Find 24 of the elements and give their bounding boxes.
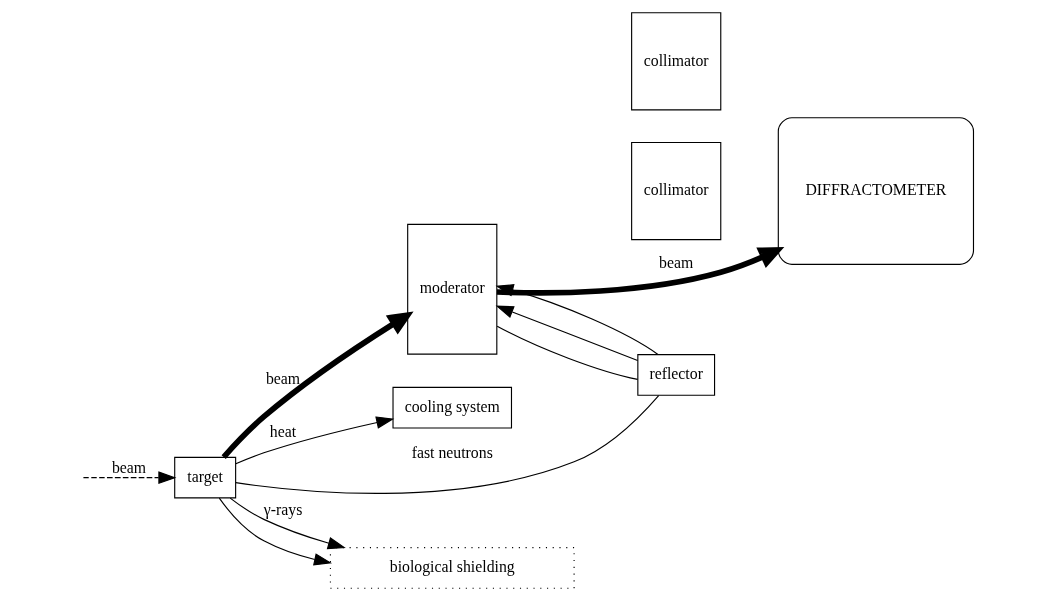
node-box: target <box>173 456 236 499</box>
arrow <box>495 284 659 356</box>
edge-label: beam <box>265 370 300 388</box>
arrow <box>221 311 414 459</box>
arrow <box>229 497 346 550</box>
node-box: DIFFRACTOMETER <box>777 117 974 265</box>
node-box: reflector <box>636 354 715 396</box>
connector <box>496 325 638 380</box>
node-box: collimator <box>630 12 721 111</box>
connector <box>234 394 659 494</box>
edge-label: beam <box>658 254 693 272</box>
arrow <box>218 497 332 566</box>
edge-label: fast neutrons <box>411 443 493 461</box>
edge-label: heat <box>269 423 296 441</box>
arrow <box>495 305 638 362</box>
arrow <box>234 416 394 465</box>
edge-label: γ-rays <box>263 501 302 519</box>
node-box: cooling system <box>391 386 512 429</box>
node-box: collimator <box>630 142 721 241</box>
arrow <box>82 471 176 484</box>
edge-label: beam <box>111 459 146 477</box>
arrow <box>496 247 784 296</box>
node-box: moderator <box>406 223 497 355</box>
node-box: biological shielding <box>329 547 575 589</box>
